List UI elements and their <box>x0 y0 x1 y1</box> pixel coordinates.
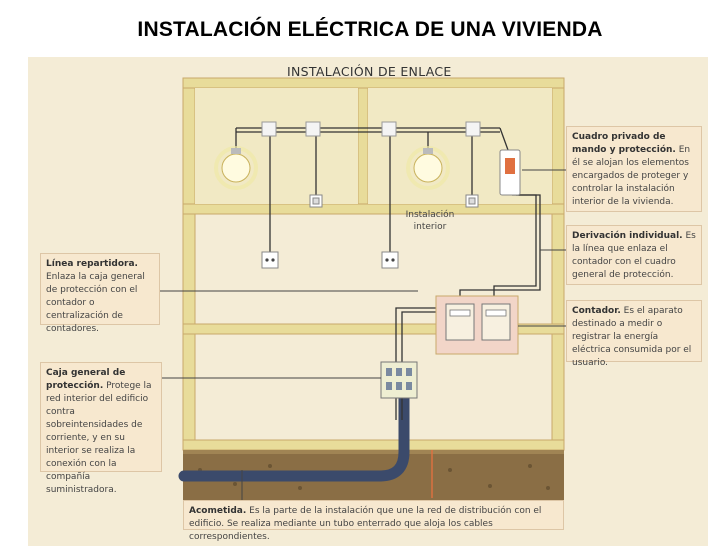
page-title: INSTALACIÓN ELÉCTRICA DE UNA VIVIENDA <box>137 18 603 41</box>
socket-icon <box>261 251 279 269</box>
label-desc: Protege la red interior del edificio con… <box>46 381 152 495</box>
label-term: Cuadro privado de mando y protección. <box>572 132 676 155</box>
switch-icon <box>309 194 323 208</box>
general-protection-box-icon <box>380 361 418 399</box>
acometida-pipe <box>178 392 410 482</box>
label-term: Acometida. <box>189 506 247 516</box>
socket-icon <box>381 251 399 269</box>
label-contador: Contador. Es el aparato destinado a medi… <box>566 300 702 368</box>
label-desc: Es la línea que enlaza el contador con e… <box>572 231 696 280</box>
label-desc: En él se alojan los elementos encargados… <box>572 145 691 207</box>
label-desc: Es el aparato destinado a medir o regist… <box>572 306 692 368</box>
diagram-subtitle: INSTALACIÓN DE ENLACE <box>287 64 452 79</box>
label-caja-general: Caja general de protección. Protege la r… <box>40 362 162 495</box>
label-term: Caja general de protección. <box>46 368 126 391</box>
switch-icon <box>465 194 479 208</box>
electric-meter-icon <box>435 295 519 355</box>
interior-installation-label: Instalación interior <box>405 210 455 232</box>
label-cuadro-privado: Cuadro privado de mando y protección. En… <box>566 126 702 212</box>
ceiling-lamp-icon <box>406 146 450 190</box>
label-derivacion-individual: Derivación individual. Es la línea que e… <box>566 225 702 285</box>
fuse-box-icon <box>499 149 521 196</box>
building-structure <box>182 77 565 451</box>
label-linea-repartidora: Línea repartidora. Enlaza la caja genera… <box>40 253 160 334</box>
label-term: Línea repartidora. <box>46 259 138 269</box>
label-desc: Es la parte de la instalación que une la… <box>189 506 542 542</box>
ceiling-lamp-icon <box>214 146 258 190</box>
label-acometida: Acometida. Es la parte de la instalación… <box>183 500 564 542</box>
label-desc: Enlaza la caja general de protección con… <box>46 272 145 334</box>
label-term: Contador. <box>572 306 621 316</box>
junction-box-icon <box>261 121 481 137</box>
label-term: Derivación individual. <box>572 231 683 241</box>
leader-lines <box>160 169 566 500</box>
